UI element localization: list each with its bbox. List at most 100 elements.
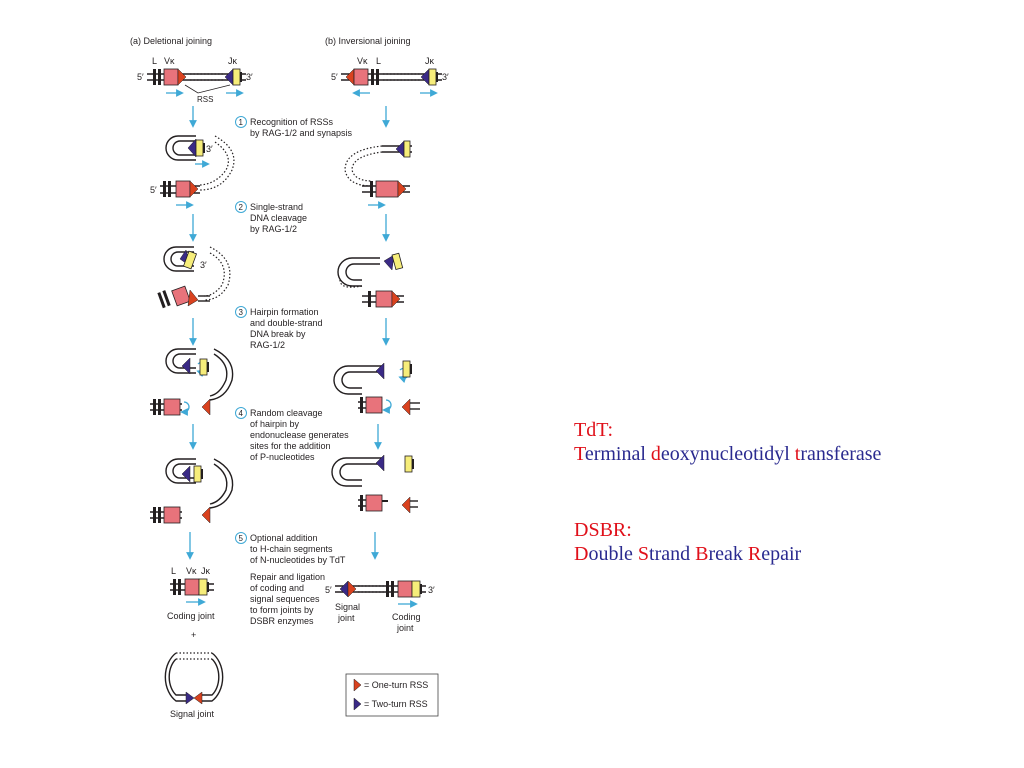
one-turn-rss [345,68,355,86]
panel-a-signal-joint: Signal joint [164,652,224,719]
repair-line-3: signal sequences [250,594,320,604]
step-5-line-3: of N-nucleotides by TdT [250,555,346,565]
step-4-line-3: endonuclease generates [250,430,349,440]
dsbr-letter-s: S [637,543,650,565]
label-3prime: 3′ [206,144,213,154]
dsbr-title: DSBR: [574,519,632,541]
panel-a-random-cleavage [150,458,234,524]
label-jk: Jκ [201,566,211,576]
step-2-line-1: Single-strand [250,202,303,212]
j-segment [428,68,437,86]
panel-a-cleavage: 3′ [157,246,231,309]
tdt-letter-t2: t [794,443,801,465]
dsbr-word-reak: reak [708,543,748,565]
tdt-expansion: Terminal deoxynucleotidyl transferase [574,442,994,466]
step-4-line-4: sites for the addition [250,441,331,451]
plus-sign: + [191,630,196,640]
two-turn-rss [420,68,430,86]
step-5: 5 Optional addition to H-chain segments … [235,532,346,565]
step-4: 4 Random cleavage of hairpin by endonucl… [235,407,349,462]
step-4-line-5: of P-nucleotides [250,452,315,462]
leader-bar [158,69,161,85]
panel-b-cleavage [337,252,404,308]
one-turn-legend-icon [353,678,362,692]
abbreviation-notes: TdT: Terminal deoxynucleotidyl transfera… [574,418,994,618]
panel-a-title: (a) Deletional joining [130,36,212,46]
label-L-b: L [376,56,381,66]
dsbr-letter-b: B [695,543,709,565]
panel-b-germline: Vκ L Jκ 5′ 3′ [331,56,449,97]
dsbr-expansion: Double Strand Break Repair [574,542,994,566]
step-3-number: 3 [239,308,244,317]
repair-text: Repair and ligation of coding and signal… [250,572,325,626]
step-4-number: 4 [239,409,244,418]
repair-line-2: of coding and [250,583,304,593]
dsbr-letter-r: R [747,543,762,565]
two-turn-rss [224,68,234,86]
step-2-line-3: by RAG-1/2 [250,224,297,234]
panel-a-hairpin [150,348,234,416]
step-3-line-2: and double-strand [250,318,323,328]
panel-b-hairpin [333,360,420,416]
dsbr-letter-d: D [574,543,589,565]
step-1: 1 Recognition of RSSs by RAG-1/2 and syn… [235,116,353,138]
repair-line-4: to form joints by [250,605,314,615]
coding-joint-label: Coding joint [167,611,215,621]
label-jk: Jκ [228,56,238,66]
signal-joint-b-line-1: Signal [335,602,360,612]
tdt-title: TdT: [574,419,613,441]
step-3-line-1: Hairpin formation [250,307,319,317]
label-3prime: 3′ [246,72,253,82]
label-5prime: 5′ [150,185,157,195]
tdt-note: TdT: Terminal deoxynucleotidyl transfera… [574,418,994,466]
step-3-line-3: DNA break by [250,329,306,339]
step-1-line-1: Recognition of RSSs [250,117,334,127]
panel-a-synapsis: 3′ 5′ [150,135,235,209]
label-vk-b: Vκ [357,56,368,66]
v-segment [353,68,369,86]
label-vk: Vκ [186,566,197,576]
step-2-line-2: DNA cleavage [250,213,307,223]
label-3prime: 3′ [200,260,207,270]
panel-b-random-cleavage [331,454,418,514]
step-2-number: 2 [239,203,244,212]
label-5prime-b: 5′ [331,72,338,82]
repair-line-5: DSBR enzymes [250,616,314,626]
label-3prime-b: 3′ [428,585,435,595]
label-5prime-b: 5′ [325,585,332,595]
panel-b-title: (b) Inversional joining [325,36,411,46]
step-5-number: 5 [239,534,244,543]
signal-joint-label: Signal joint [170,709,215,719]
step-3: 3 Hairpin formation and double-strand DN… [235,306,323,350]
j-segment [232,68,241,86]
coding-joint-b-line-2: joint [396,623,414,633]
legend: = One-turn RSS = Two-turn RSS [345,673,439,717]
leader-bar [153,69,156,85]
step-3-line-4: RAG-1/2 [250,340,285,350]
panel-a-coding-joint: L Vκ Jκ Coding joint + [167,566,215,640]
step-5-line-2: to H-chain segments [250,544,333,554]
label-L: L [171,566,176,576]
tdt-word-ransferase: ransferase [800,443,882,465]
two-turn-legend-icon [353,697,362,711]
step-2: 2 Single-strand DNA cleavage by RAG-1/2 [235,201,307,234]
repair-line-1: Repair and ligation [250,572,325,582]
label-jk-b: Jκ [425,56,435,66]
label-L: L [152,56,157,66]
coding-joint-b-line-1: Coding [392,612,421,622]
signal-joint-b-line-2: joint [337,613,355,623]
label-5prime: 5′ [137,72,144,82]
dsbr-word-ouble: ouble [588,543,638,565]
step-4-line-1: Random cleavage [250,408,323,418]
panel-b-joints: 5′ 3′ Signal joint Coding joint [325,580,435,633]
panel-a-germline: L Vκ Jκ 5′ 3′ RSS [137,56,253,104]
legend-one-turn: = One-turn RSS [364,680,428,690]
legend-two-turn: = Two-turn RSS [364,699,428,709]
v-segment [163,68,179,86]
dsbr-word-trand: trand [649,543,696,565]
tdt-letter-d: d [650,443,661,465]
panel-b-synapsis [344,140,412,209]
step-1-number: 1 [239,118,244,127]
one-turn-rss [177,68,187,86]
